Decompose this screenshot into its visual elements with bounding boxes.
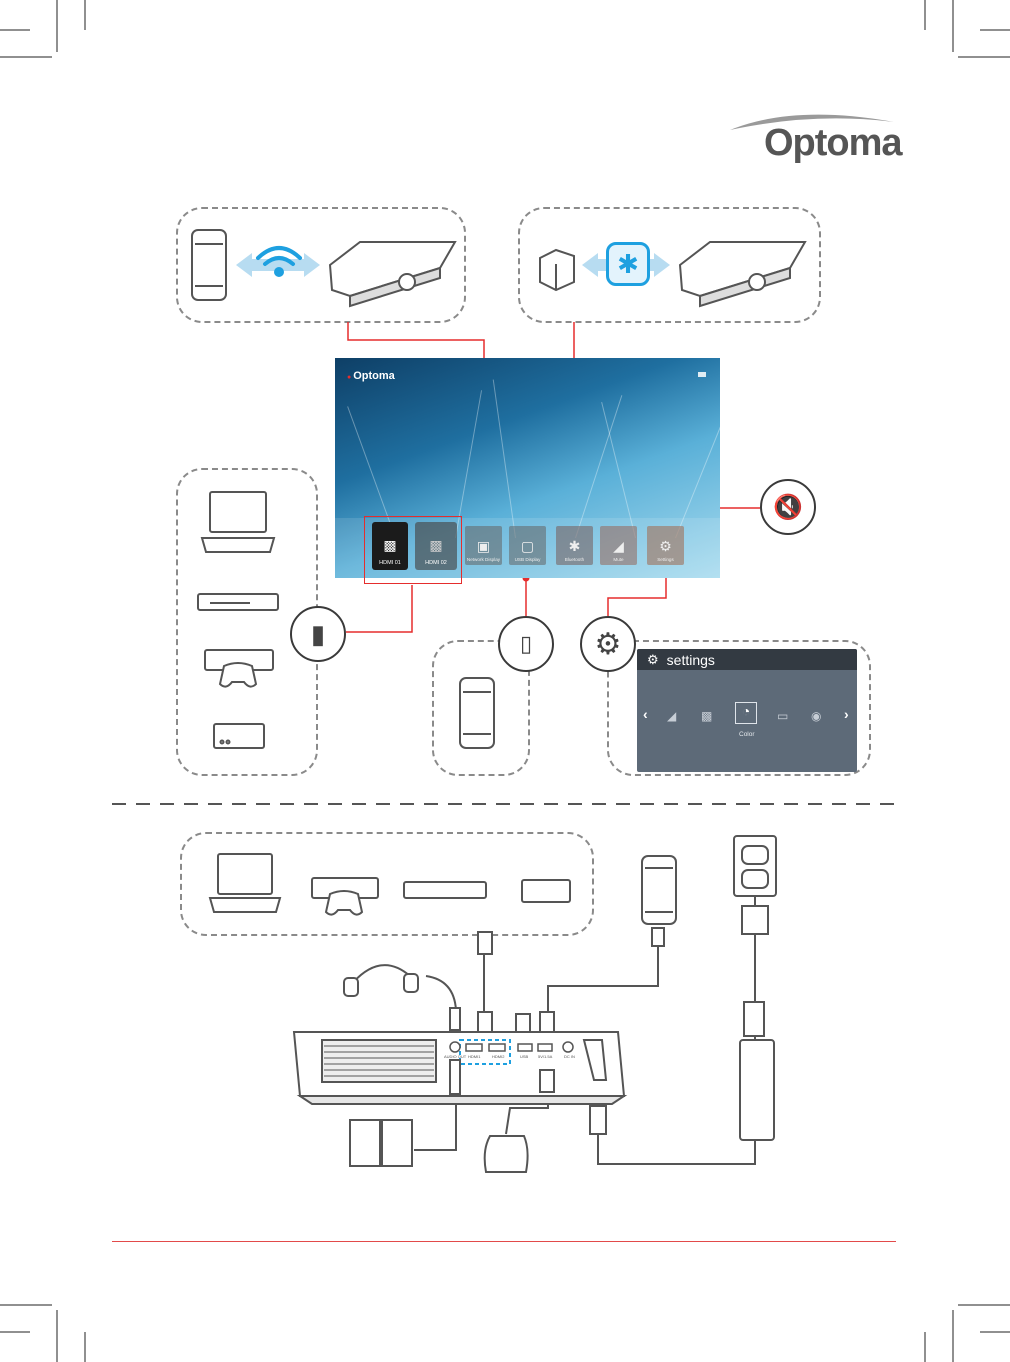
tile-mute[interactable]: ◢ Mute <box>600 526 637 565</box>
laptop-icon <box>202 492 274 552</box>
headphones-icon <box>344 965 418 996</box>
screen-brand-name: Optoma <box>353 370 395 382</box>
tile-label: Network Display <box>467 557 500 562</box>
color-icon[interactable]: ◔ <box>735 702 757 724</box>
projector-icon <box>680 242 805 306</box>
game-console-icon <box>312 878 378 915</box>
phone-icon <box>460 678 494 748</box>
blu-ray-player-icon <box>404 882 486 898</box>
tile-bluetooth[interactable]: ✱ Bluetooth <box>556 526 593 565</box>
system-settings-icon[interactable]: ▩ <box>701 709 712 723</box>
status-indicator <box>698 372 706 377</box>
mute-callout: 🔇 <box>760 479 816 535</box>
power-adapter-icon <box>740 906 774 1140</box>
settings-icon-row: ‹ ◢ ▩ ◔ ▭ ◉ › <box>637 704 857 730</box>
port-label: 5V/1.5A <box>538 1054 552 1059</box>
game-console-icon <box>205 650 273 687</box>
selected-item-label: Color <box>739 731 755 738</box>
footer-rule <box>112 1241 896 1242</box>
blu-ray-player-icon <box>198 594 278 610</box>
globe-icon[interactable]: ◉ <box>811 709 821 723</box>
next-arrow[interactable]: › <box>844 706 849 722</box>
bluetooth-icon: ✱ <box>606 242 650 286</box>
usb-storage-icon <box>485 1136 528 1172</box>
gear-icon: ⚙ <box>659 539 672 553</box>
settings-panel: ⚙ settings ‹ ◢ ▩ ◔ ▭ ◉ › Color <box>637 649 857 772</box>
settings-header: ⚙ settings <box>637 649 857 670</box>
port-label: HDMI1 <box>468 1054 480 1059</box>
usb-cable-callout: ▯ <box>498 616 554 672</box>
settings-title: settings <box>667 652 715 668</box>
tile-network-display[interactable]: ▣ Network Display <box>465 526 502 565</box>
port-label: AUDIO OUT <box>444 1054 466 1059</box>
projector-icon <box>330 242 455 306</box>
port-label: HDMI2 <box>492 1054 504 1059</box>
screen-logo: ●Optoma <box>347 370 395 382</box>
laptop-icon <box>210 854 280 912</box>
streaming-box-icon <box>522 880 570 902</box>
hdmi-cable-icon: ▮ <box>311 619 325 650</box>
usb-cable-icon: ▯ <box>520 631 532 657</box>
tile-settings[interactable]: ⚙ Settings <box>647 526 684 565</box>
mute-icon: 🔇 <box>773 493 803 522</box>
phone-icon <box>192 230 226 300</box>
tile-label: USB Display <box>515 557 541 562</box>
prev-arrow[interactable]: ‹ <box>643 706 648 722</box>
settings-callout: ⚙ <box>580 616 636 672</box>
streaming-box-icon <box>214 724 264 748</box>
tile-label: Bluetooth <box>565 557 584 562</box>
speakers-icon <box>350 1120 412 1166</box>
mute-icon: ◢ <box>613 539 624 553</box>
phone-icon <box>642 856 676 924</box>
bluetooth-speaker-icon <box>540 250 574 290</box>
port-labels: AUDIO OUT HDMI1 HDMI2 USB 5V/1.5A DC IN <box>440 1054 600 1066</box>
gear-icon: ⚙ <box>647 652 659 668</box>
hdmi-highlight <box>364 516 462 584</box>
tile-usb-display[interactable]: ▢ USB Display <box>509 526 546 565</box>
port-label: USB <box>520 1054 528 1059</box>
tile-label: Mute <box>613 557 623 562</box>
display-icon[interactable]: ▭ <box>777 709 788 723</box>
gear-icon: ⚙ <box>595 627 622 662</box>
bluetooth-icon: ✱ <box>569 539 581 553</box>
usb-display-icon: ▢ <box>521 539 534 553</box>
brand-mark-icon: ● <box>347 374 351 381</box>
network-display-icon: ▣ <box>477 539 490 553</box>
tile-label: Settings <box>657 557 674 562</box>
wall-outlet-icon <box>734 836 776 896</box>
hdmi-cable-callout: ▮ <box>290 606 346 662</box>
port-label: DC IN <box>564 1054 575 1059</box>
volume-icon[interactable]: ◢ <box>667 709 676 723</box>
